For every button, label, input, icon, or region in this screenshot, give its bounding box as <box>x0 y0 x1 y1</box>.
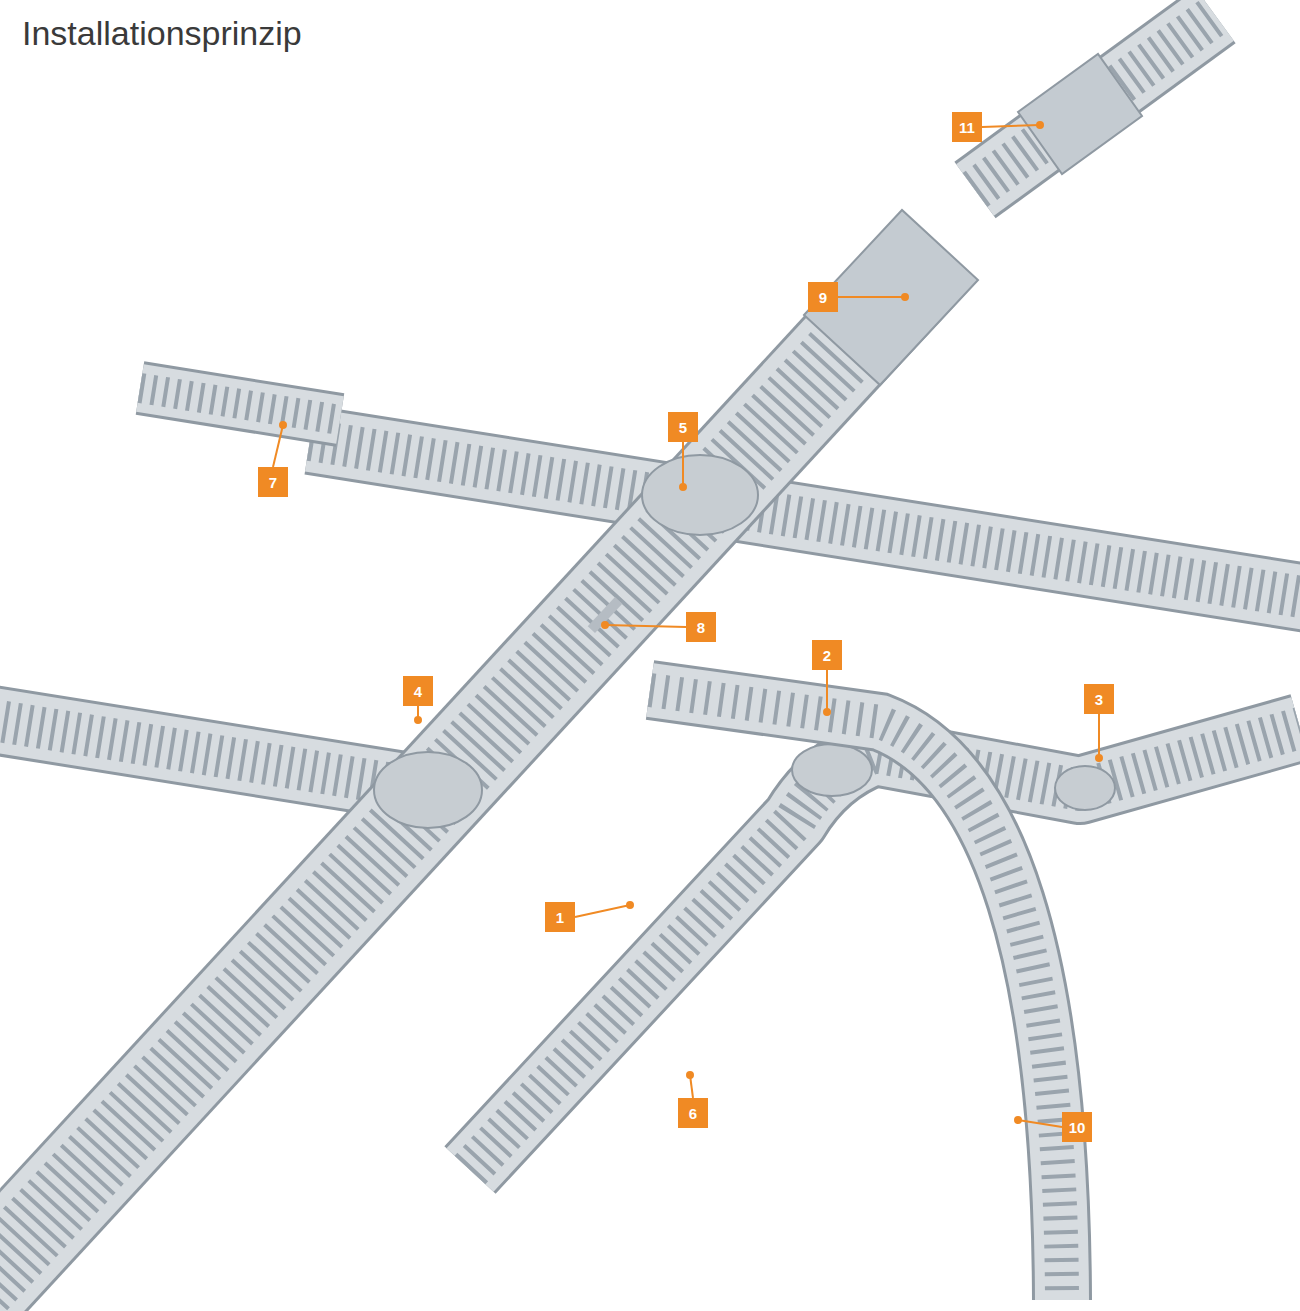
callout-number: 5 <box>668 412 698 442</box>
tray-floor <box>0 718 430 790</box>
callout-number: 2 <box>812 640 842 670</box>
tray-floor <box>140 388 340 420</box>
callout-number: 4 <box>403 676 433 706</box>
callout-number: 11 <box>952 112 982 142</box>
tray-perforation <box>975 15 1215 190</box>
riser-bend <box>1055 766 1115 810</box>
tray-floor <box>470 728 1300 1170</box>
tray-cover <box>804 210 978 385</box>
callout-number: 6 <box>678 1098 708 1128</box>
callout-number: 3 <box>1084 684 1114 714</box>
callout-number: 9 <box>808 282 838 312</box>
tray-edge <box>650 690 1062 1300</box>
diagram-title: Installationsprinzip <box>22 14 302 53</box>
tray-perforation <box>140 388 340 420</box>
tray-edge <box>140 388 340 420</box>
tray-edge <box>0 718 430 790</box>
tray-cover <box>1018 54 1142 174</box>
tray-perforation <box>650 690 1062 1300</box>
tray-perforation <box>0 718 430 790</box>
callout-number: 1 <box>545 902 575 932</box>
tray-perforation <box>470 728 1300 1170</box>
cross-piece <box>642 455 758 535</box>
callout-number: 10 <box>1062 1112 1092 1142</box>
bend-piece <box>792 744 872 796</box>
tray-edge <box>470 728 1300 1170</box>
tee-piece <box>374 752 482 828</box>
tray-floor <box>650 690 1062 1300</box>
tray-floor <box>975 15 1215 190</box>
tray-edge <box>975 15 1215 190</box>
callout-number: 8 <box>686 612 716 642</box>
callout-number: 7 <box>258 467 288 497</box>
leader-lines <box>273 122 1102 1127</box>
divider-clip <box>588 597 623 633</box>
